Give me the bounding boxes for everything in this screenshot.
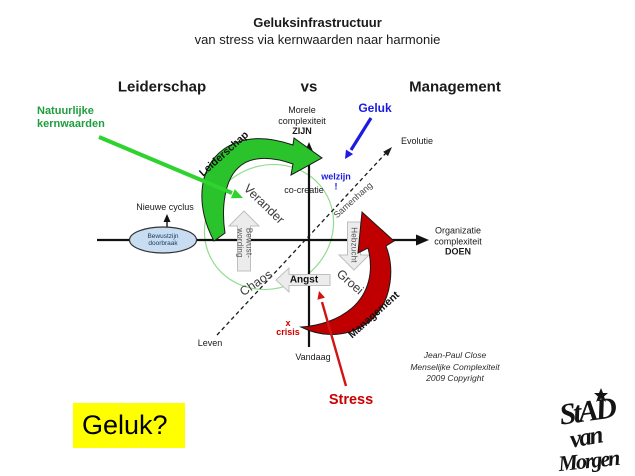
diagonal-arrowhead-icon [383,147,392,157]
bewustzijn-line1: Bewustzijn [147,233,179,240]
zijn-line1: Morele [288,105,316,115]
welzijn-text: welzijn [321,171,351,182]
zijn-line3: ZIJN [292,126,312,136]
logo-line2: van [568,421,605,453]
logo-star-icon [594,388,608,402]
bewustzijn-line2: doorbraak [148,240,178,247]
geluk-question-box: Geluk? [73,403,185,448]
stad-van-morgen-logo: StAD van Morgen [556,388,621,476]
natuurlijke-kernwaarden-label: Natuurlijke kernwaarden [37,105,105,130]
stress-red-arrow [320,301,348,387]
header-vs: vs [300,78,318,96]
nieuwe-cyclus-arrowhead-icon [163,214,171,222]
geluk-question-text: Geluk? [82,410,168,440]
doen-line3: DOEN [444,246,471,257]
management-red-arc [299,210,395,335]
co-creatie-label: co-creatie [284,185,324,195]
x-axis-arrowhead-icon [416,234,429,246]
logo-line3: Morgen [556,445,621,476]
bewust-wording-up-arrow-icon [227,210,261,272]
geluk-label: Geluk [358,101,392,115]
hebzucht-down-arrow-icon [337,221,371,271]
credits-line1: Jean-Paul Close [423,349,487,360]
credits-line2: Menselijke Complexiteit [410,361,500,372]
angst-label: Angst [289,274,319,286]
x-crisis-line2: crisis [276,327,300,337]
geluk-blue-arrowhead-icon [345,149,354,159]
kernwaarden-green-arrowhead-icon [230,189,243,199]
hebzucht-label: Hebzucht [349,227,359,263]
leiderschap-green-arc [201,137,323,242]
logo-line1: StAD [557,391,618,432]
credits: Jean-Paul Close Menselijke Complexiteit … [410,350,499,385]
diagonal-dashed-line [216,152,387,336]
natuurlijke-kernwaarden-line2: kernwaarden [37,117,105,130]
slide-subtitle: van stress via kernwaarden naar harmonie [194,32,441,47]
angst-left-arrow-icon [275,266,331,294]
organizatie-complexiteit-doen-label: Organizatie complexiteit DOEN [434,225,482,257]
header-management: Management [409,78,501,96]
zijn-line2: complexiteit [278,115,326,126]
stress-label: Stress [328,392,374,408]
x-crisis-line1: x [285,318,291,328]
credits-line3: 2009 Copyright [426,372,484,383]
bewustzijn-doorbraak-ellipse [128,226,198,254]
nieuwe-cyclus-label: Nieuwe cyclus [136,202,194,212]
bewustzijn-doorbraak-label: Bewustzijn doorbraak [147,233,178,247]
vandaag-label: Vandaag [295,352,331,362]
welzijn-label: welzijn ! [321,171,351,192]
natuurlijke-kernwaarden-line1: Natuurlijke [37,105,94,117]
evolutie-label: Evolutie [400,136,434,146]
doen-line1: Organizatie [434,225,482,236]
header-leiderschap: Leiderschap [117,78,207,96]
slide-title: Geluksinfrastructuur [253,15,382,30]
doen-line2: complexiteit [434,235,482,246]
bewust-wording-line1: Bewust- [244,227,254,259]
kernwaarden-green-arrow [98,135,233,195]
x-crisis-label: x crisis [276,319,300,337]
geluk-blue-arrow [349,117,373,151]
stress-red-arrowhead-icon [317,291,325,300]
welzijn-exclamation: ! [334,181,338,191]
leven-label: Leven [197,338,223,348]
morele-complexiteit-zijn-label: Morele complexiteit ZIJN [278,105,326,137]
bewust-wording-line2: wording [236,228,245,258]
bewust-wording-label: Bewust- wording [236,227,254,259]
